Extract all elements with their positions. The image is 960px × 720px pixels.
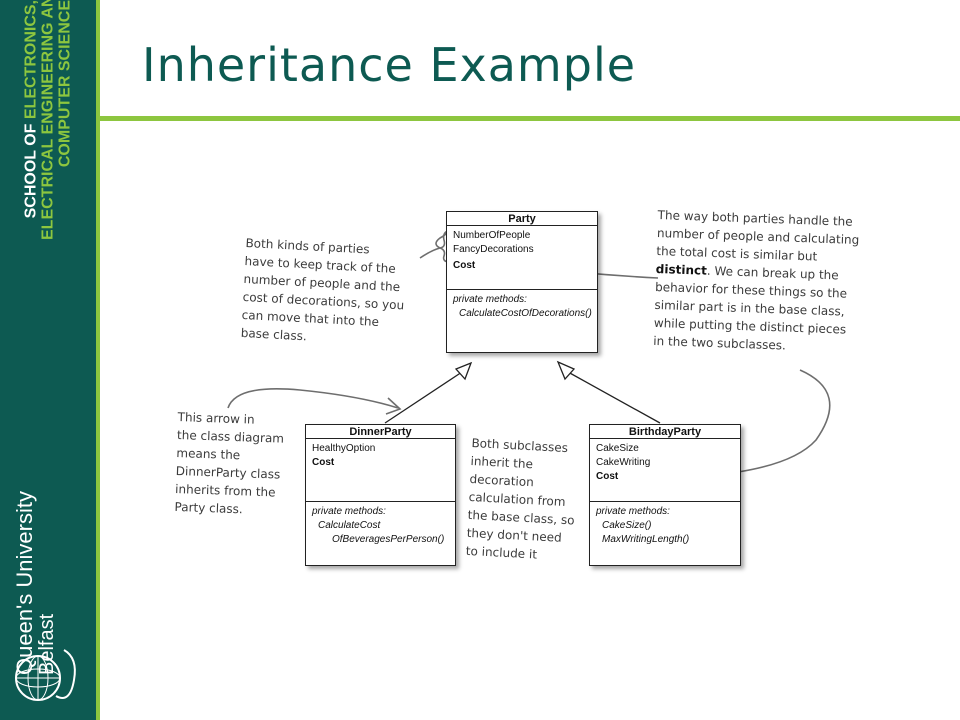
party-attr-number-of-people: NumberOfPeople <box>453 230 531 241</box>
university-logo-icon <box>15 649 76 701</box>
dinner-party-method-line1: CalculateCost <box>318 520 381 531</box>
inherit-line-birthday <box>567 371 661 424</box>
page-title: Inheritance Example <box>142 38 637 92</box>
inherit-arrowhead-birthday <box>556 360 576 381</box>
note-left-bottom: This arrow in the class diagram means th… <box>174 408 285 520</box>
birthday-party-attr-cake-size: CakeSize <box>596 443 639 454</box>
party-attributes: NumberOfPeople FancyDecorations Cost <box>447 226 597 273</box>
party-methods-header: private methods: <box>453 294 527 305</box>
party-class-box: Party NumberOfPeople FancyDecorations Co… <box>446 211 598 353</box>
birthday-party-attr-cost: Cost <box>596 471 619 482</box>
note-left-top: Both kinds of parties have to keep track… <box>240 234 407 350</box>
inherit-line-dinner <box>384 371 463 424</box>
birthday-party-class-box: BirthdayParty CakeSize CakeWriting Cost … <box>589 424 741 566</box>
party-attr-fancy-decorations: FancyDecorations <box>453 244 534 255</box>
inherit-arrowhead-dinner <box>454 361 473 381</box>
birthday-party-methods-header: private methods: <box>596 506 670 517</box>
sidebar-accent-stripe <box>96 0 100 720</box>
birthday-party-attr-cake-writing: CakeWriting <box>596 457 651 468</box>
dinner-party-class-name: DinnerParty <box>306 425 455 439</box>
dinner-party-class-box: DinnerParty HealthyOption Cost private m… <box>305 424 456 566</box>
note-center-bottom: Both subclasses inherit the decoration c… <box>465 434 578 565</box>
dinner-party-methods-header: private methods: <box>312 506 386 517</box>
dinner-party-attr-cost: Cost <box>312 457 335 468</box>
note-right-top: The way both parties handle the number o… <box>653 206 860 357</box>
birthday-party-class-name: BirthdayParty <box>590 425 740 439</box>
dinner-party-attributes: HealthyOption Cost <box>306 439 455 470</box>
party-class-name: Party <box>447 212 597 226</box>
birthday-party-method-max-writing: MaxWritingLength() <box>602 534 690 545</box>
title-divider <box>100 116 960 121</box>
party-method-calc-decorations: CalculateCostOfDecorations() <box>459 308 592 319</box>
birthday-party-attributes: CakeSize CakeWriting Cost <box>590 439 740 484</box>
note-right-top-emphasis: distinct <box>655 261 708 278</box>
birthday-party-methods: private methods: CakeSize() MaxWritingLe… <box>590 501 740 550</box>
sidebar: SCHOOL OF ELECTRONICS, ELECTRICAL ENGINE… <box>0 0 96 720</box>
arrow-left-note-to-inherit <box>227 388 399 409</box>
dinner-party-methods: private methods: CalculateCost OfBeverag… <box>306 501 455 550</box>
party-methods: private methods: CalculateCostOfDecorati… <box>447 289 597 324</box>
dinner-party-method-line2: OfBeveragesPerPerson() <box>332 534 445 545</box>
brace-party-attrs <box>439 229 451 263</box>
dinner-party-attr-healthy-option: HealthyOption <box>312 443 376 454</box>
birthday-party-method-cake-size: CakeSize() <box>602 520 652 531</box>
party-attr-cost: Cost <box>453 260 476 271</box>
note-left-bottom-line: Party class. <box>174 499 243 517</box>
